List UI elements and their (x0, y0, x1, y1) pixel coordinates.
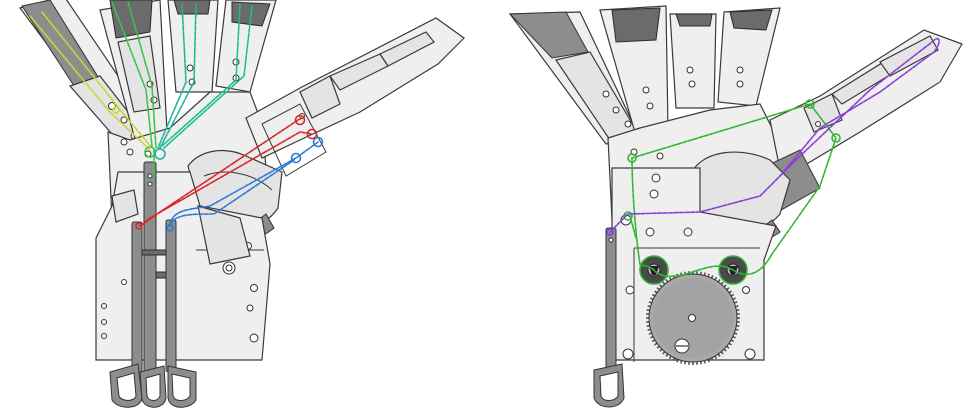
left-pull-ring-2[interactable] (139, 365, 167, 408)
left-panel-hand-tendon-routing (18, 0, 465, 408)
left-pull-ring-3[interactable] (167, 365, 197, 408)
left-tendon-little (161, 3, 253, 149)
left-tendon-thumb-abductor (166, 136, 324, 232)
left-tendon-thumb-flexor (135, 114, 318, 230)
left-tendon-index (29, 11, 153, 151)
right-pull-rod (605, 227, 617, 377)
left-tendon-palm-bundle (144, 146, 166, 181)
right-pull-ring[interactable] (593, 363, 625, 408)
right-finger-little (717, 7, 781, 107)
left-thumb (245, 17, 465, 177)
left-tendon-middle (111, 1, 157, 149)
right-tendon-thumb (606, 37, 940, 236)
right-tendon-pulley-loop (623, 99, 841, 285)
right-gear (646, 271, 740, 365)
right-finger-middle (599, 5, 669, 137)
left-tendon-ring (157, 3, 197, 149)
right-panel-gear-pulley-mechanism (508, 5, 963, 408)
left-finger-little (215, 0, 277, 93)
left-finger-middle (99, 0, 169, 159)
left-pull-ring-1[interactable] (109, 363, 143, 408)
left-finger-ring (167, 0, 219, 93)
right-finger-ring (669, 13, 717, 109)
right-finger-index (508, 11, 641, 145)
